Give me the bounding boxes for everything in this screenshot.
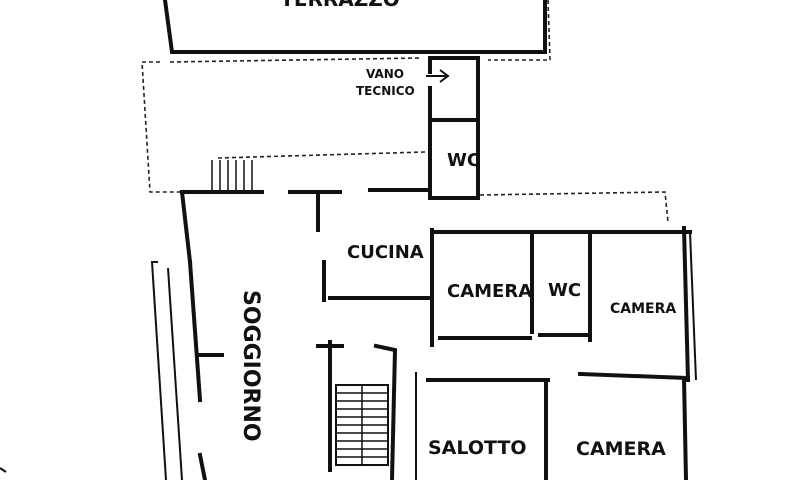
camera-right-label: CAMERA xyxy=(610,301,676,317)
lower-rooms: SALOTTO CAMERA xyxy=(415,371,691,480)
terrazzo-label: TERRAZZO xyxy=(280,0,400,11)
bedrooms-row: CAMERA WC CAMERA xyxy=(430,225,697,383)
soggiorno-label: SOGGIORNO xyxy=(238,290,263,442)
cucina-label: CUCINA xyxy=(347,242,424,263)
kitchen-room: CUCINA xyxy=(322,228,434,347)
wc-middle-label: WC xyxy=(548,280,581,301)
wc-top-room: WC xyxy=(428,118,480,200)
vano-label-line2: TECNICO xyxy=(356,84,415,98)
camera-left-label: CAMERA xyxy=(447,281,532,302)
wc-top-label: WC xyxy=(447,150,480,171)
margin-mark xyxy=(0,467,7,473)
technical-room: VANO TECNICO xyxy=(356,56,480,122)
salotto-label: SALOTTO xyxy=(428,437,526,459)
vano-label-line1: VANO xyxy=(366,67,404,81)
staircase xyxy=(316,340,398,480)
terrace-area: TERRAZZO xyxy=(162,0,551,61)
soggiorno-label-group: SOGGIORNO xyxy=(238,290,263,442)
living-walls xyxy=(150,188,432,480)
entrance-steps xyxy=(211,160,253,192)
balcony-outline xyxy=(141,57,669,223)
camera-bottom-label: CAMERA xyxy=(576,438,666,460)
